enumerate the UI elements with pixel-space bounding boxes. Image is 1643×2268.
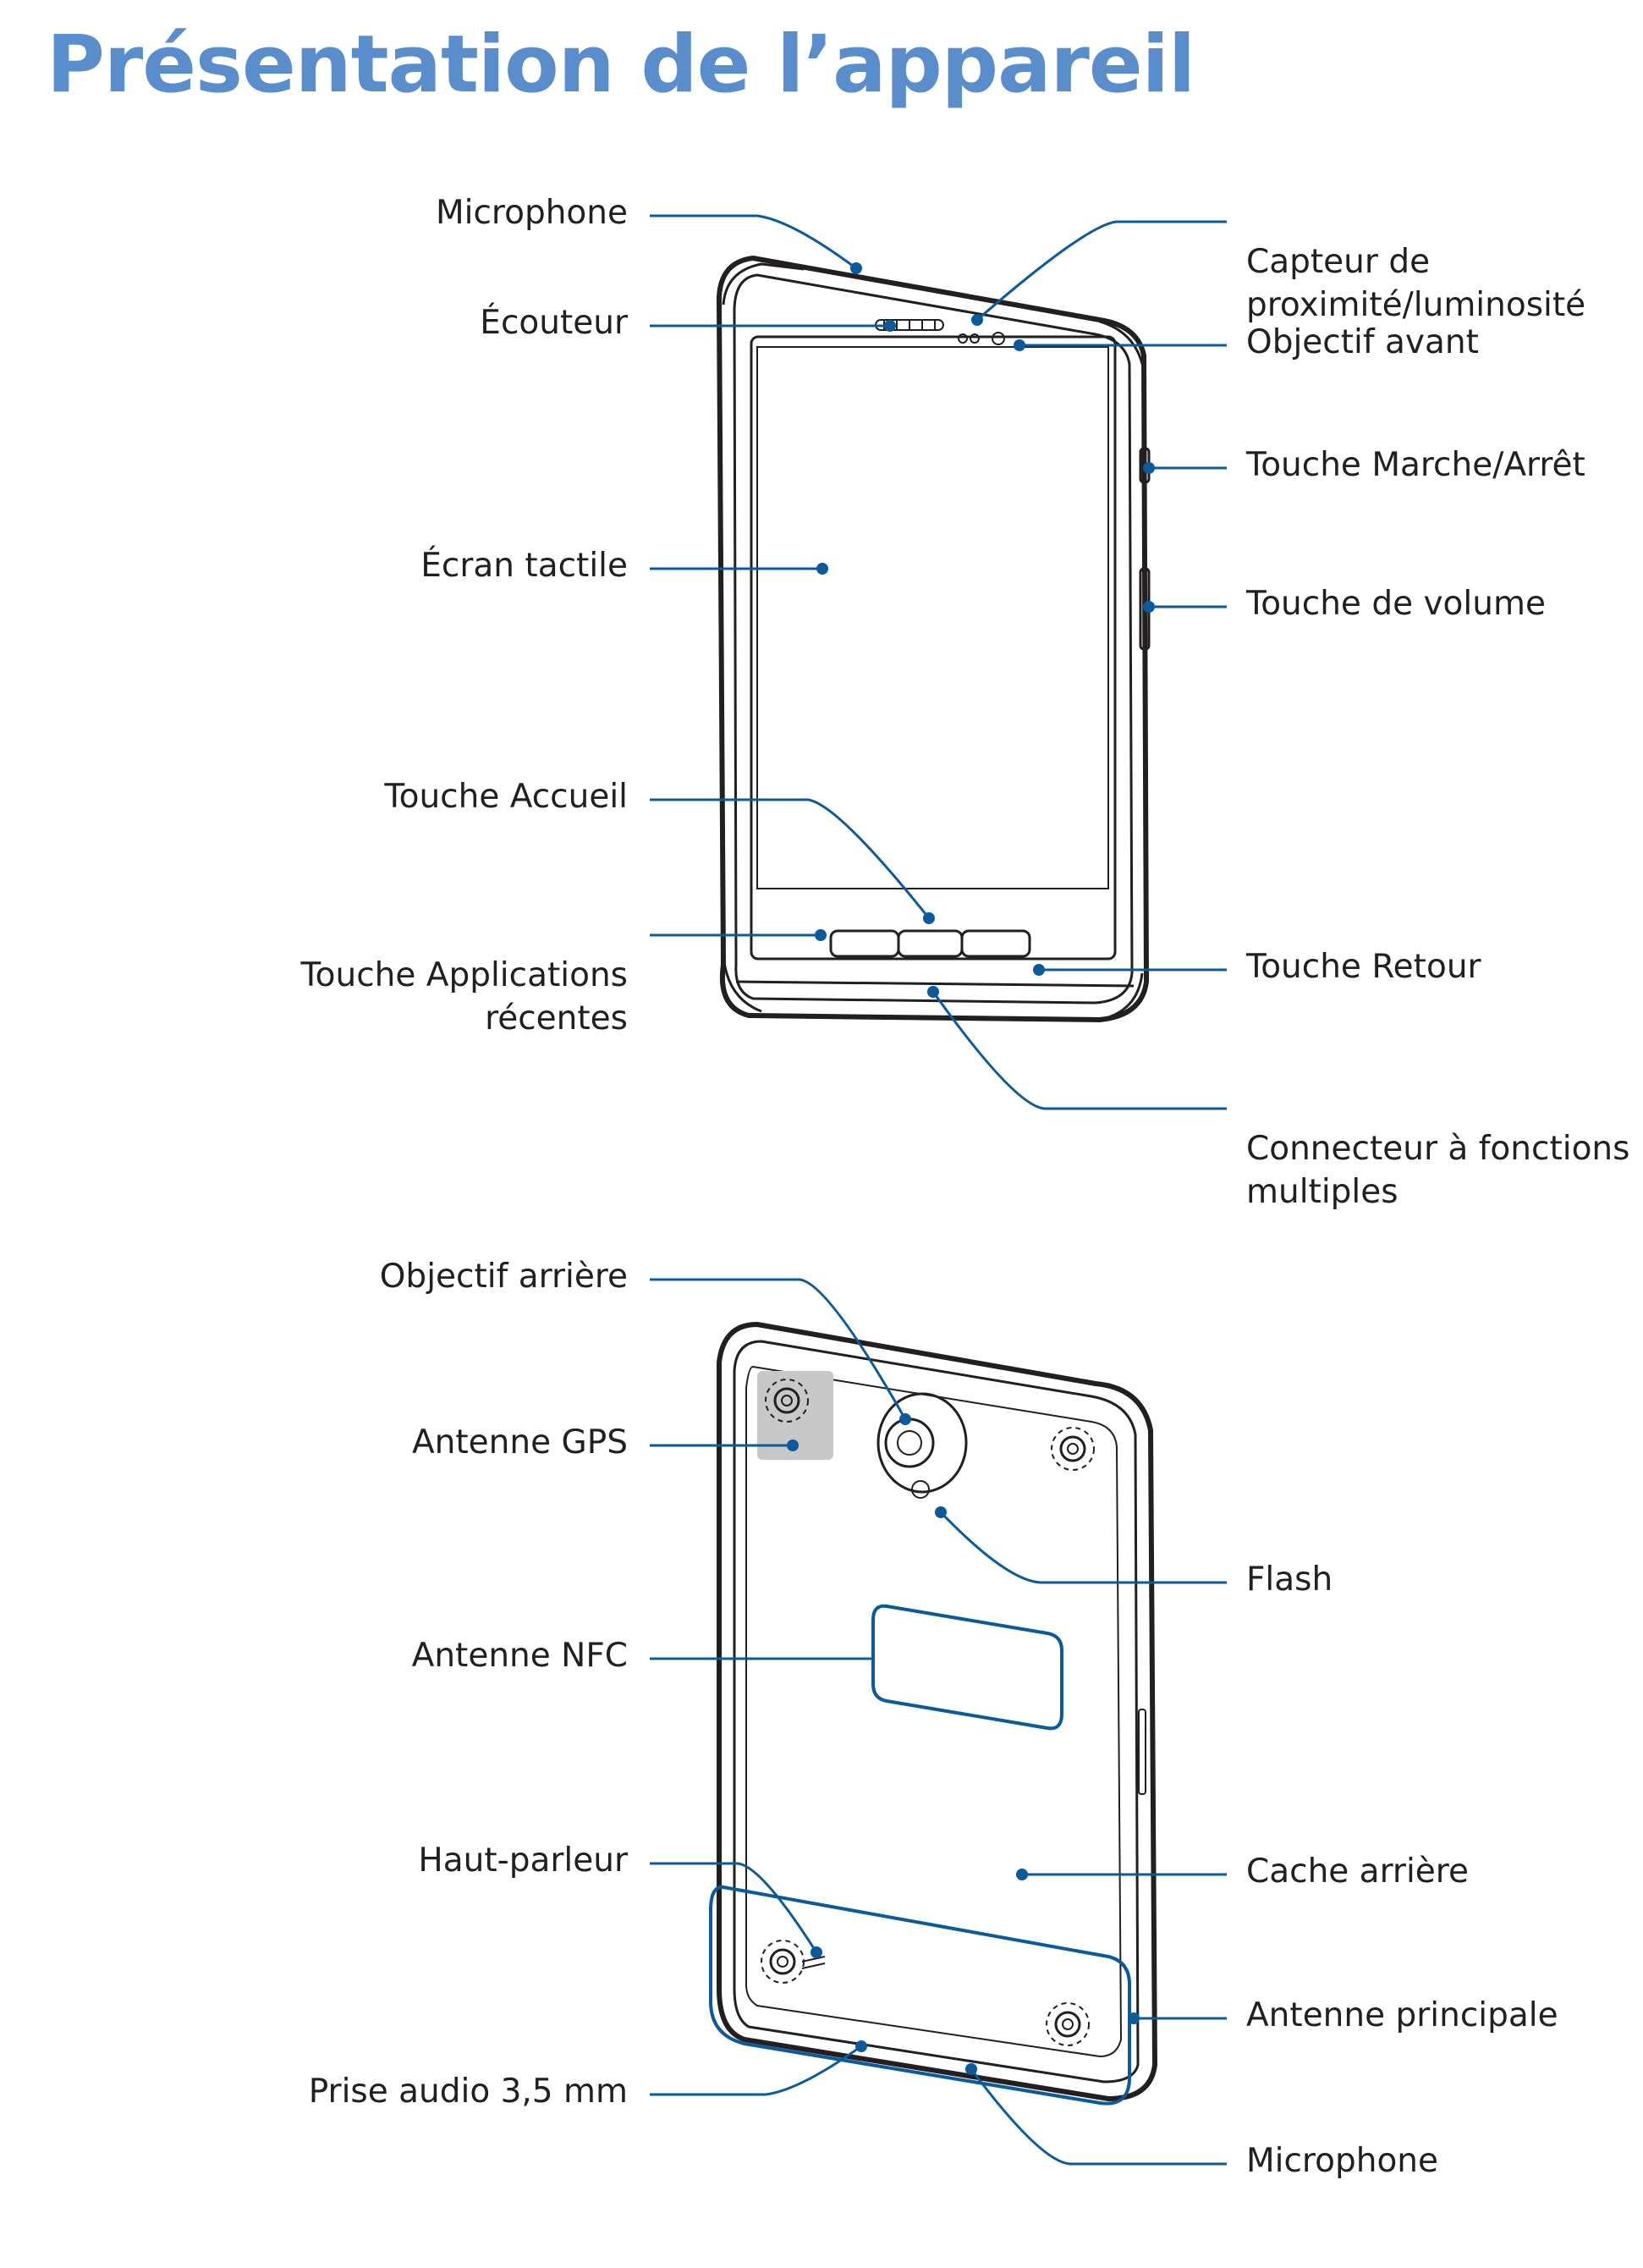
label-antenne-principale: Antenne principale — [1246, 1996, 1558, 2034]
label-antenne-nfc: Antenne NFC — [411, 1637, 628, 1675]
label-cache-arriere: Cache arrière — [1246, 1852, 1469, 1891]
label-connecteur-text: Connecteur à fonctions multiples — [1246, 1130, 1630, 1211]
label-touche-applications-line1: Touche Applications récentes — [300, 956, 628, 1038]
label-connecteur: Connecteur à fonctions multiples — [1246, 1084, 1629, 1257]
label-antenne-gps: Antenne GPS — [411, 1423, 628, 1462]
label-capteur-text: Capteur de proximité/luminosité — [1246, 243, 1586, 324]
back-callouts — [650, 1278, 1227, 2166]
front-device — [716, 255, 1151, 1023]
label-ecouteur: Écouteur — [480, 304, 628, 342]
label-microphone-top: Microphone — [435, 194, 628, 232]
label-microphone-bottom: Microphone — [1246, 2142, 1439, 2180]
label-objectif-arriere: Objectif arrière — [379, 1258, 628, 1296]
label-ecran-tactile: Écran tactile — [420, 547, 628, 585]
label-capteur: Capteur de proximité/luminosité — [1246, 197, 1585, 370]
label-touche-accueil: Touche Accueil — [384, 778, 628, 816]
label-prise-audio: Prise audio 3,5 mm — [308, 2073, 628, 2111]
label-objectif-avant: Objectif avant — [1246, 323, 1479, 361]
label-flash: Flash — [1246, 1561, 1333, 1599]
label-touche-marche: Touche Marche/Arrêt — [1246, 446, 1585, 484]
back-device — [709, 1321, 1158, 2106]
label-touche-retour: Touche Retour — [1246, 948, 1481, 986]
label-touche-applications: Touche Applications récentes — [300, 911, 628, 1083]
front-callouts — [650, 214, 1227, 1110]
page-title: Présentation de l’appareil — [47, 19, 1195, 111]
label-touche-volume: Touche de volume — [1246, 585, 1546, 623]
label-haut-parleur: Haut-parleur — [418, 1841, 628, 1880]
